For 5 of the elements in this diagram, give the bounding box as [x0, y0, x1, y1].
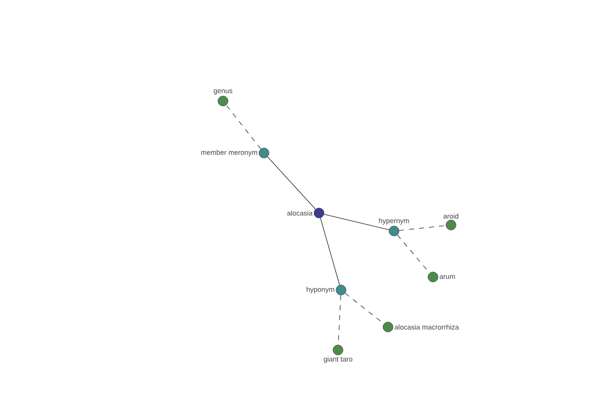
connector-line [324, 214, 390, 230]
connector-line [398, 225, 446, 231]
connector-line [320, 218, 340, 286]
connector-line [267, 156, 316, 210]
connector-line [226, 104, 262, 150]
